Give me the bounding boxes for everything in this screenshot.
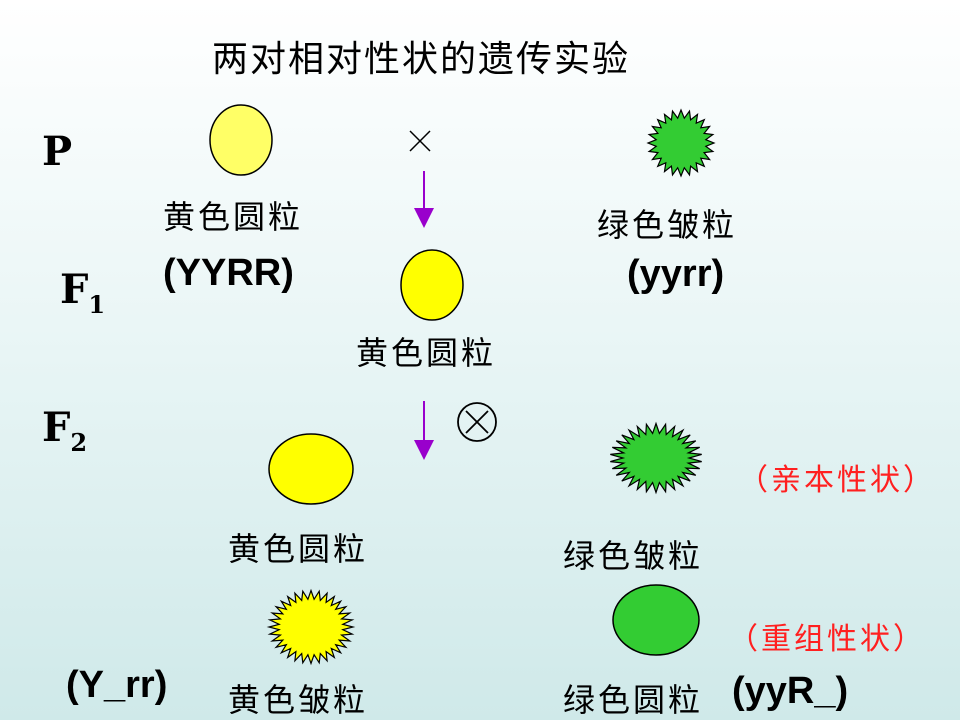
generation-f2-label: F2: [42, 404, 88, 457]
label-f2-yellow-round: 黄色圆粒: [228, 530, 369, 568]
genotype-f2-yellow-wrinkled: (Y_rr): [66, 664, 168, 706]
generation-p-label: P: [42, 128, 73, 175]
trait-recombinant: （重组性状）: [728, 622, 926, 657]
seed-f2-green-round: [612, 584, 700, 656]
seed-f2-yellow-round: [268, 433, 354, 505]
seed-f2-green-wrinkled: [610, 421, 702, 495]
genotype-parent-yellow-round: (YYRR): [163, 252, 294, 294]
label-f2-green-wrinkled: 绿色皱粒: [563, 537, 704, 575]
generation-f1-label: F1: [60, 266, 106, 319]
label-f1-yellow-round: 黄色圆粒: [356, 334, 497, 372]
label-f2-green-round: 绿色圆粒: [563, 681, 704, 719]
seed-parent-green-wrinkled: [646, 108, 716, 178]
label-parent-green-wrinkled: 绿色皱粒: [597, 206, 738, 244]
cross-symbol: [409, 130, 431, 152]
seed-parent-yellow-round: [209, 104, 273, 176]
genotype-parent-green-wrinkled: (yyrr): [627, 253, 725, 295]
trait-parental: （亲本性状）: [738, 463, 936, 498]
label-parent-yellow-round: 黄色圆粒: [163, 198, 304, 236]
page-title: 两对相对性状的遗传实验: [212, 39, 631, 80]
label-f2-yellow-wrinkled: 黄色皱粒: [228, 681, 369, 719]
genotype-f2-green-round: (yyR_): [732, 670, 849, 712]
seed-f2-yellow-wrinkled: [266, 588, 356, 666]
seed-f1-yellow-round: [400, 249, 464, 321]
self-cross-symbol: [457, 402, 497, 442]
